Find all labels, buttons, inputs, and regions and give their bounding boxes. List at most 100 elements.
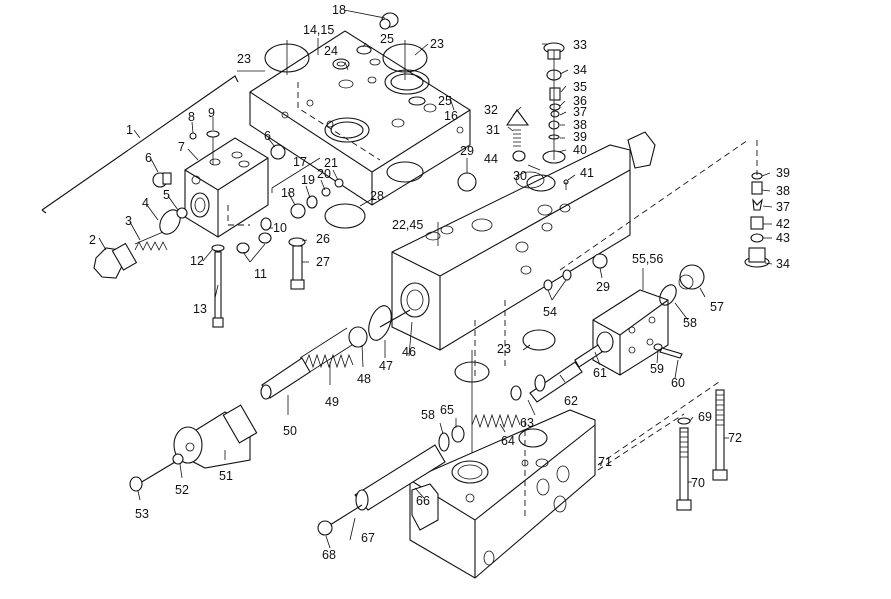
spring-64 <box>471 413 521 429</box>
callout-38-top: 38 <box>573 118 587 132</box>
dashed-guide-right <box>559 139 749 271</box>
seat-44 <box>512 150 526 162</box>
callout-68: 68 <box>322 548 336 562</box>
callout-71: 71 <box>598 455 612 469</box>
piston-50 <box>260 357 311 400</box>
callout-49: 49 <box>325 395 339 409</box>
o-ring-23-left <box>264 40 310 75</box>
spool-62 <box>529 361 583 403</box>
screw-67 <box>329 504 363 526</box>
callout-34-right: 34 <box>776 257 790 271</box>
callout-13: 13 <box>193 302 207 316</box>
callout-62: 62 <box>564 394 578 408</box>
plug-18 <box>290 203 306 219</box>
callout-11: 11 <box>254 267 267 281</box>
fittings-54 <box>543 269 572 291</box>
fittings-11 <box>236 232 272 254</box>
plug-57 <box>678 264 705 290</box>
leader-lines <box>98 9 773 549</box>
bolt-60 <box>659 347 683 359</box>
callout-61: 61 <box>593 366 607 380</box>
callout-29-left: 29 <box>460 144 474 158</box>
spool-61 <box>574 344 603 368</box>
o-ring-23-lower-middle <box>522 329 556 351</box>
valve-stack-34-40 <box>542 50 566 164</box>
washer-25-right <box>408 96 426 106</box>
nut-68 <box>317 520 333 536</box>
callout-66: 66 <box>416 494 430 508</box>
ball-21 <box>334 178 344 188</box>
bracket-17 <box>271 157 321 193</box>
callout-20: 20 <box>317 167 331 181</box>
plug-29-left <box>457 172 477 192</box>
callout-39-top: 39 <box>573 130 587 144</box>
callout-54: 54 <box>543 305 557 319</box>
callout-18: 18 <box>281 186 295 200</box>
callout-24: 24 <box>324 44 338 58</box>
callout-52: 52 <box>175 483 189 497</box>
callout-63: 63 <box>520 416 534 430</box>
callout-28: 28 <box>370 189 384 203</box>
spring-seat-48 <box>348 326 368 348</box>
callout-2: 2 <box>89 233 96 247</box>
callout-6-left: 6 <box>145 151 152 165</box>
washer-69 <box>677 417 691 425</box>
washer-63 <box>510 385 522 401</box>
fitting-18-top <box>379 12 399 30</box>
cylinder-66 <box>354 444 446 511</box>
bolt-27 <box>290 245 305 290</box>
callout-36: 36 <box>573 94 587 108</box>
bottom-valve-block <box>409 409 596 579</box>
callout-58-lower: 58 <box>421 408 435 422</box>
callout-37-top: 37 <box>573 105 587 119</box>
plug-10 <box>260 217 272 231</box>
callout-6-right: 6 <box>264 129 271 143</box>
callout-labels: 1 2 3 4 5 6 6 7 8 9 10 11 12 13 14,15 16… <box>89 3 790 562</box>
o-ring-23-right <box>382 40 428 80</box>
callout-58-right: 58 <box>683 316 697 330</box>
callout-31: 31 <box>486 123 500 137</box>
poppet-5 <box>176 207 188 219</box>
callout-3: 3 <box>125 214 132 228</box>
o-ring-58-lower <box>438 432 450 452</box>
callout-5: 5 <box>163 188 170 202</box>
callout-32: 32 <box>484 103 498 117</box>
callout-14-15: 14,15 <box>303 23 334 37</box>
callout-23-left: 23 <box>237 52 251 66</box>
spring-49 <box>299 327 354 376</box>
plug-nut-2 <box>93 242 138 279</box>
callout-70: 70 <box>691 476 705 490</box>
callout-50: 50 <box>283 424 297 438</box>
callout-53: 53 <box>135 507 149 521</box>
callout-33: 33 <box>573 38 587 52</box>
callout-40: 40 <box>573 143 587 157</box>
main-valve-body <box>391 131 656 380</box>
callout-64: 64 <box>501 434 515 448</box>
callout-8: 8 <box>188 110 195 124</box>
callout-67: 67 <box>361 531 375 545</box>
bolt-8 <box>189 132 197 140</box>
callout-65: 65 <box>440 403 454 417</box>
seat-30 <box>526 174 556 192</box>
washer-26 <box>288 237 306 247</box>
callout-30: 30 <box>513 169 527 183</box>
callout-12: 12 <box>190 254 204 268</box>
callout-34-top: 34 <box>573 63 587 77</box>
dashed-guide-71 <box>597 381 720 466</box>
spring-31 <box>513 129 521 147</box>
washer-24 <box>332 58 350 70</box>
callout-69: 69 <box>698 410 712 424</box>
callout-55-56: 55,56 <box>632 252 663 266</box>
assembly-bracket-1 <box>41 75 239 214</box>
callout-51: 51 <box>219 469 233 483</box>
valve-stack-right <box>744 140 770 268</box>
callout-43: 43 <box>776 231 790 245</box>
o-ring-28-upper <box>386 161 424 183</box>
callout-19: 19 <box>301 173 315 187</box>
top-cover-plate <box>249 30 471 206</box>
callout-59: 59 <box>650 362 664 376</box>
callout-39-right: 39 <box>776 166 790 180</box>
callout-72: 72 <box>728 431 742 445</box>
callout-48: 48 <box>357 372 371 386</box>
